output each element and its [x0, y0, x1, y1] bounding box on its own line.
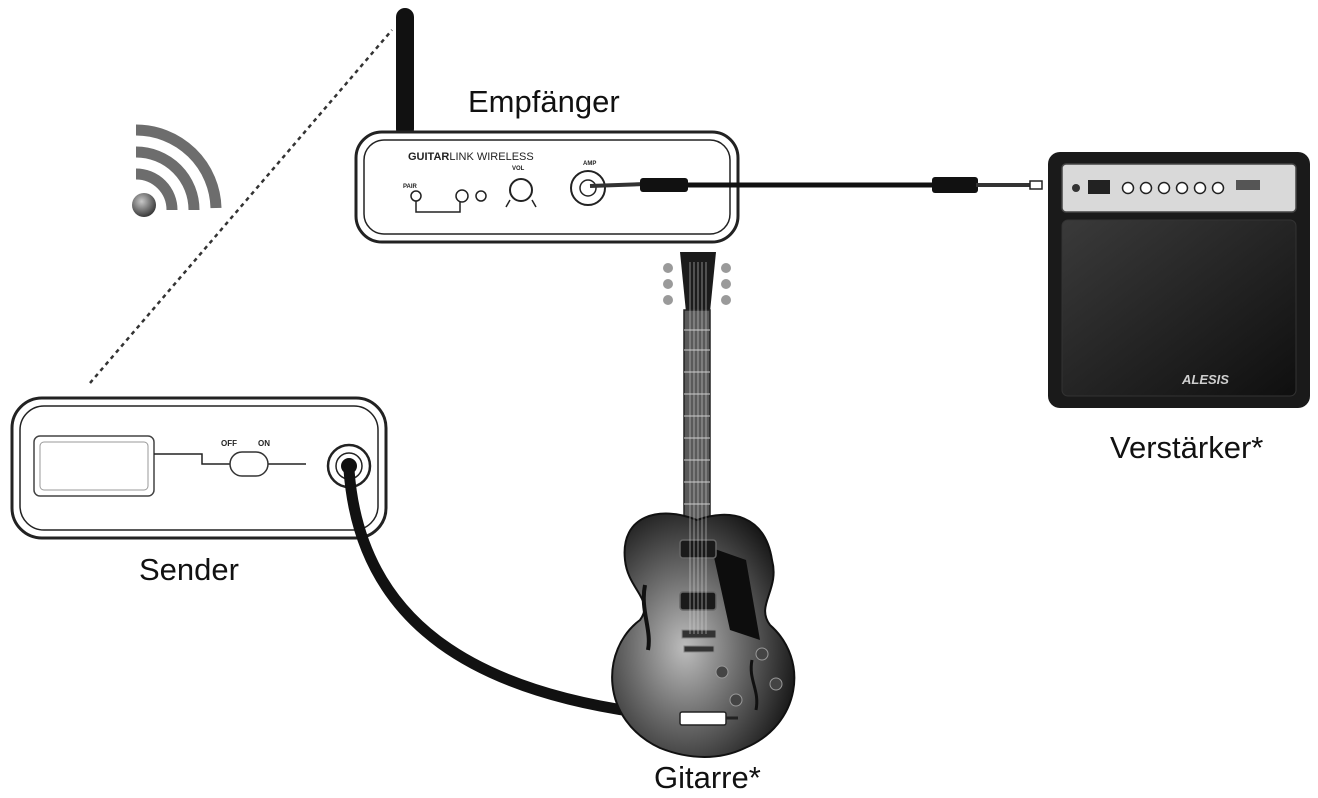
f-hole [641, 584, 651, 651]
pair-led [455, 189, 469, 203]
guitar-neck [683, 309, 711, 539]
wireless-link-line [89, 29, 393, 384]
volume-arc [505, 199, 537, 208]
pair-trace [415, 194, 461, 213]
amp-brand: ALESIS [1181, 372, 1229, 387]
guitar-jack-plug [679, 711, 727, 726]
wifi-icon [132, 124, 222, 217]
amp-cable [589, 177, 1043, 193]
receiver-label: Empfänger [468, 84, 620, 119]
guitar-label: Gitarre* [654, 760, 761, 795]
amp-knob [1121, 181, 1135, 195]
guitar [611, 252, 796, 758]
amp-knob [1157, 181, 1171, 195]
guitar-knob [755, 647, 769, 661]
volume-knob[interactable] [509, 178, 533, 202]
amplifier: ALESIS [1048, 152, 1310, 408]
guitar-knob [729, 693, 743, 707]
pair-label: PAIR [403, 184, 418, 190]
receiver-box: GUITARLINK WIRELESS PAIR VOL AMP [354, 130, 740, 244]
amp-label: AMP [583, 161, 596, 167]
pair-button[interactable] [410, 190, 422, 202]
switch-trace [154, 453, 306, 465]
receiver-brand: GUITARLINK WIRELESS [408, 151, 534, 163]
sender-box: OFF ON [10, 396, 388, 540]
f-hole [749, 659, 759, 711]
status-led [475, 190, 487, 202]
guitar-cable [343, 464, 696, 724]
amp-grille [1061, 219, 1297, 397]
amp-knob [1175, 181, 1189, 195]
on-label: ON [258, 439, 270, 448]
power-switch[interactable] [229, 451, 269, 477]
sender-label: Sender [139, 552, 239, 587]
guitar-knob [715, 665, 729, 679]
vol-label: VOL [512, 166, 525, 172]
guitar-bridge [681, 629, 717, 639]
antenna [396, 8, 414, 138]
off-label: OFF [221, 439, 237, 448]
guitar-knob [769, 677, 783, 691]
battery-compartment [33, 435, 155, 497]
amp-knob [1211, 181, 1225, 195]
amp-knob [1139, 181, 1153, 195]
guitar-pickguard [712, 548, 760, 640]
amp-knob [1193, 181, 1207, 195]
amplifier-label: Verstärker* [1110, 430, 1264, 465]
